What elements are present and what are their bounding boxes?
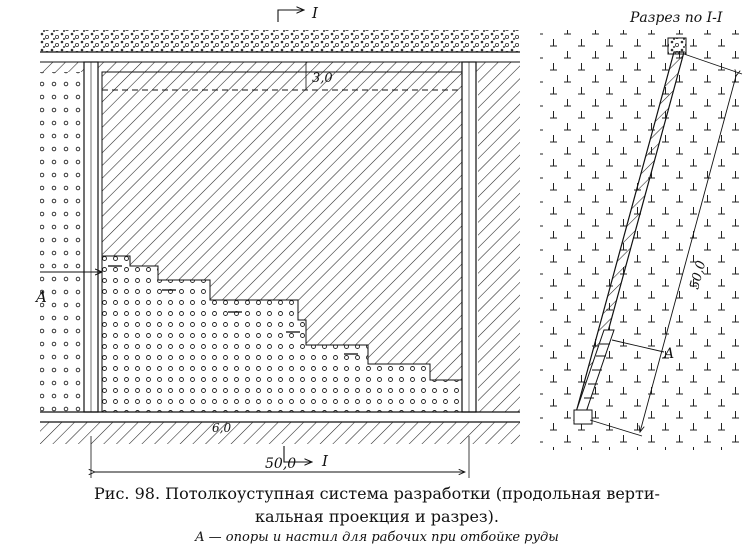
caption-line-2: кальная проекция и разрез). [255, 507, 499, 526]
host-rock-tees [540, 30, 740, 450]
section-title: Разрез по I-I [629, 10, 723, 26]
longitudinal-projection: 3,0 6,0 50,0 I I A [34, 4, 520, 478]
section-arrow-bottom [283, 446, 312, 462]
right-hatched-rock [478, 72, 520, 412]
support-leader-right [611, 339, 665, 353]
dim-top-label: 3,0 [312, 71, 333, 86]
section-top-drift [667, 37, 687, 55]
section-view: Разрез по I-I 50,0 A [540, 10, 743, 450]
dim-incline-label: 50,0 [687, 259, 709, 291]
support-label-right: A [662, 346, 674, 362]
section-bottom-drift [573, 409, 593, 425]
section-arrow-top [277, 10, 304, 22]
section-mark-bottom: I [321, 452, 329, 470]
section-mark-top: I [311, 4, 319, 22]
bottom-rock [40, 422, 520, 444]
support-stage-marks [108, 265, 358, 355]
caption-line-3: A — опоры и настил для рабочих при отбой… [195, 530, 559, 545]
dim-step-label: 6,0 [212, 421, 231, 435]
top-backfill-strip [40, 30, 520, 52]
dim-width-label: 50,0 [265, 456, 296, 472]
top-drift-rock [40, 62, 520, 72]
support-label-left: A [34, 288, 47, 306]
left-dotted-rock [40, 72, 84, 412]
dim-incline-line [640, 76, 736, 432]
caption-line-1: Рис. 98. Потолкоуступная система разрабо… [94, 484, 660, 503]
